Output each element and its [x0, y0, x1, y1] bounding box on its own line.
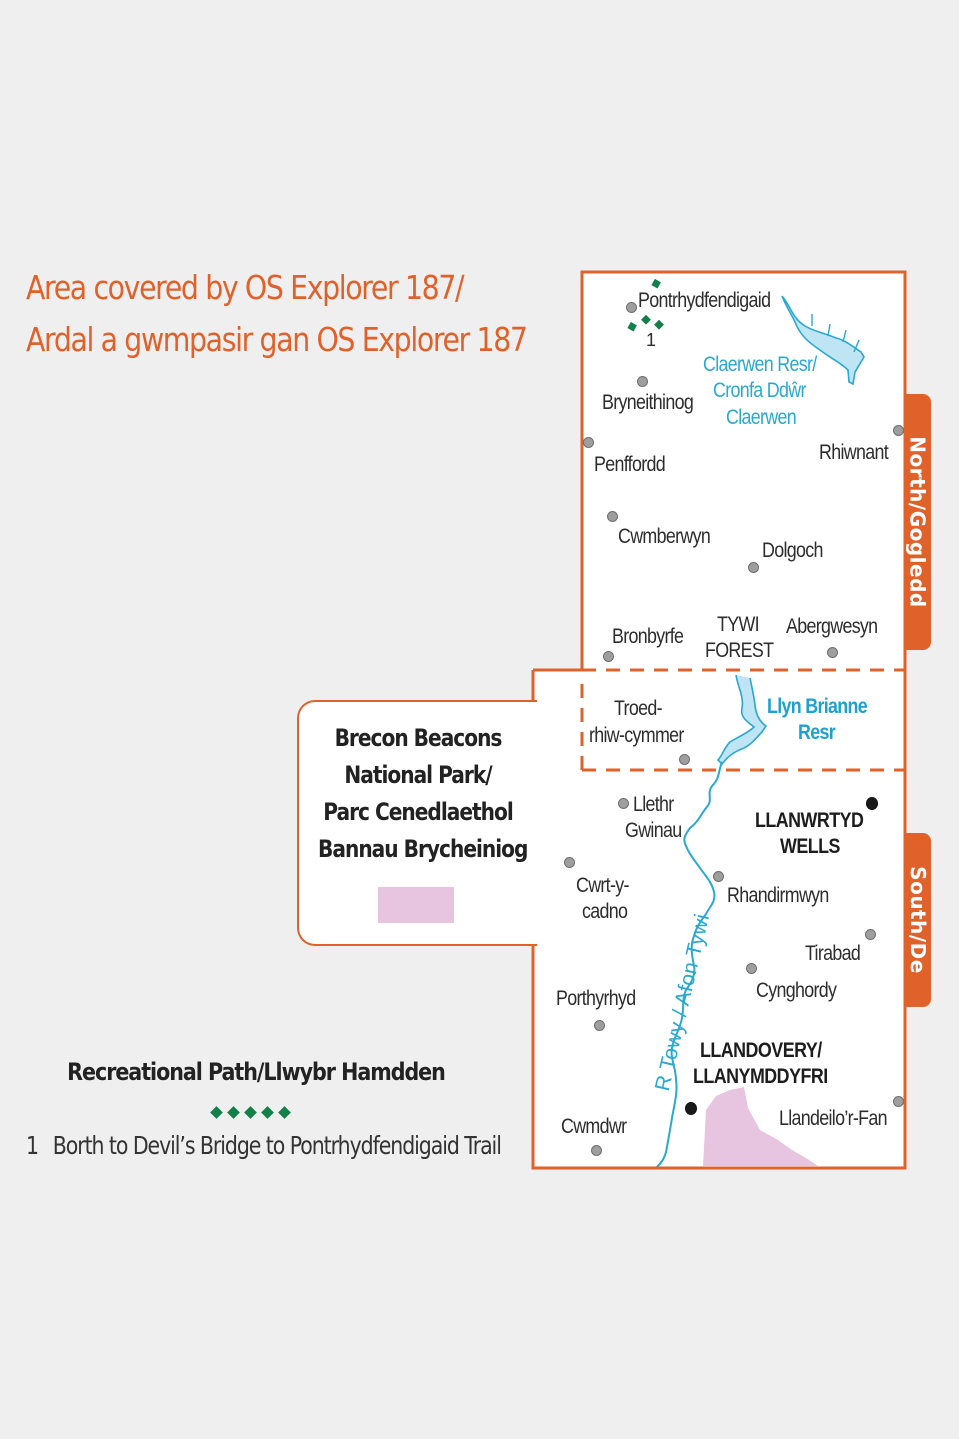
- place-cwmberwyn: Cwmberwyn: [618, 525, 711, 548]
- place-dot: [594, 1020, 605, 1031]
- place-pontrhydfendigaid: Pontrhydfendigaid: [638, 289, 771, 312]
- place-tywi-forest: TYWI: [717, 612, 760, 638]
- national-park-legend-title: Brecon Beacons National Park/ Parc Cened…: [318, 720, 528, 868]
- place-dot: [893, 1096, 904, 1107]
- place-rhiwnant: Rhiwnant: [819, 441, 889, 464]
- tab-north-label: North/Gogledd: [906, 436, 931, 608]
- place-cwmdwr: Cwmdwr: [561, 1115, 627, 1138]
- place-dot: [827, 647, 838, 658]
- water-claerwen-resr: Claerwen Resr/: [703, 353, 817, 376]
- place-troed-rhiw-cymmer-2: rhiw-cymmer: [589, 724, 684, 747]
- place-abergwesyn: Abergwesyn: [786, 615, 878, 638]
- place-dot: [679, 754, 690, 765]
- place-llanwrtyd-wells-2: WELLS: [780, 835, 840, 858]
- label-line: TYWI: [717, 613, 760, 636]
- place-dot: [713, 871, 724, 882]
- place-dot: [637, 376, 648, 387]
- place-llandeilo-r-fan: Llandeilo’r-Fan: [779, 1107, 888, 1130]
- recreational-path-title: Recreational Path/Llwybr Hamdden: [67, 1058, 446, 1086]
- place-llethr-gwinau: Llethr: [633, 793, 674, 816]
- legend-line: National Park/: [344, 761, 492, 789]
- place-dot: [607, 511, 618, 522]
- legend-line: Bannau Brycheiniog: [318, 835, 528, 863]
- recreational-path-item: 1 Borth to Devil’s Bridge to Pontrhydfend…: [26, 1131, 502, 1160]
- water-llyn-brianne-resr: Resr: [798, 721, 836, 744]
- trail-symbol-icon: [210, 1105, 291, 1121]
- tab-north[interactable]: North/Gogledd: [905, 394, 931, 650]
- llyn-brianne-reservoir: [716, 674, 768, 766]
- place-llandovery: LLANDOVERY/: [700, 1039, 822, 1062]
- water-claerwen: Claerwen: [726, 406, 797, 429]
- place-bronbyrfe: Bronbyrfe: [612, 625, 684, 648]
- place-porthyrhyd: Porthyrhyd: [556, 987, 636, 1010]
- place-rhandirmwyn: Rhandirmwyn: [727, 884, 829, 907]
- national-park-swatch: [378, 887, 454, 923]
- place-tirabad: Tirabad: [805, 942, 861, 965]
- place-dot: [626, 302, 637, 313]
- place-dot: [564, 857, 575, 868]
- place-cynghordy: Cynghordy: [756, 979, 837, 1002]
- tab-south-label: South/De: [906, 866, 930, 974]
- place-dot: [893, 425, 904, 436]
- path-number: 1: [26, 1131, 39, 1160]
- place-dot: [746, 963, 757, 974]
- place-dot: [618, 798, 629, 809]
- title-english: Area covered by OS Explorer 187/: [26, 268, 465, 307]
- tab-south[interactable]: South/De: [905, 833, 931, 1007]
- place-llethr-gwinau-2: Gwinau: [625, 819, 682, 842]
- place-dolgoch: Dolgoch: [762, 539, 823, 562]
- place-dot: [583, 437, 594, 448]
- legend-line: Parc Cenedlaethol: [323, 798, 513, 826]
- place-dot: [603, 651, 614, 662]
- title-welsh: Ardal a gwmpasir gan OS Explorer 187: [26, 320, 528, 359]
- page-title: Area covered by OS Explorer 187/ Ardal a…: [26, 262, 528, 366]
- place-llanymddyfri: LLANYMDDYFRI: [693, 1065, 828, 1088]
- place-dot: [748, 562, 759, 573]
- place-penffordd: Penffordd: [594, 453, 666, 476]
- path-label: Borth to Devil’s Bridge to Pontrhydfendi…: [52, 1131, 502, 1160]
- place-dot: [591, 1145, 602, 1156]
- water-llyn-brianne: Llyn Brianne: [767, 695, 868, 718]
- place-cwrt-y-cadno-2: cadno: [582, 900, 628, 923]
- town-dot: [685, 1102, 697, 1115]
- place-bryneithinog: Bryneithinog: [602, 391, 694, 414]
- town-dot: [866, 797, 878, 810]
- place-dot: [865, 929, 876, 940]
- place-cwrt-y-cadno: Cwrt-y-: [576, 874, 629, 897]
- water-cronfa-ddwr: Cronfa Ddŵr: [713, 379, 806, 402]
- legend-line: Brecon Beacons: [334, 724, 503, 752]
- place-troed-rhiw-cymmer: Troed-: [614, 697, 663, 720]
- national-park-legend: Brecon Beacons National Park/ Parc Cened…: [297, 700, 537, 946]
- place-tywi-forest-2: FOREST: [705, 639, 774, 662]
- trail-number-marker: 1: [646, 330, 657, 350]
- place-llanwrtyd-wells: LLANWRTYD: [755, 809, 864, 832]
